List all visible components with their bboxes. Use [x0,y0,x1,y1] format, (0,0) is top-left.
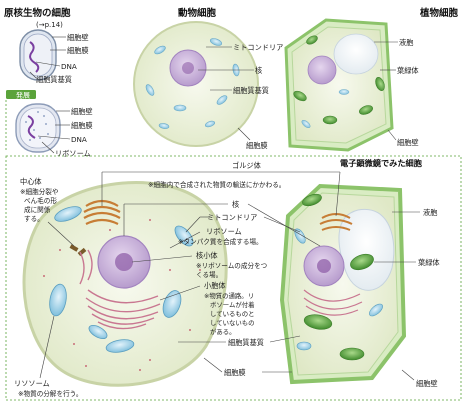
em-centrosome-note-1: ※細胞分裂や [20,187,59,196]
em-er-note-5: がある。 [210,327,236,336]
em-label-golgi: ゴルジ体 [232,161,261,170]
em-nucleolus-note-2: くる場。 [196,270,222,279]
em-animal-cell [24,183,226,386]
em-label-chloroplast: 葉緑体 [418,258,440,267]
top-label-vacuole: 液胞 [399,38,413,47]
em-label-lysosome: リソソーム [14,379,50,388]
em-centrosome-note-3: 成に関係 [24,205,51,214]
hatten-label: 発展 [16,91,30,100]
em-label-vacuole: 液胞 [423,208,437,217]
em-label-cell-wall: 細胞壁 [416,379,438,388]
em-centrosome-note-4: する。 [24,215,44,223]
plant-top-vacuole [334,34,378,74]
hatten-label-dna: DNA [71,135,87,144]
hatten-label-ribosome: リボソーム [55,149,91,158]
em-label-nucleus: 核 [232,200,239,209]
prok-label-dna: DNA [61,62,77,71]
top-label-membrane: 細胞膜 [246,141,268,150]
prok-label-cell-wall: 細胞壁 [67,33,89,42]
top-label-mitochondria: ミトコンドリア [233,43,283,52]
em-label-ribosome: リボソーム [206,227,242,236]
prokaryote-cell [20,30,56,80]
top-label-cell-wall: 細胞壁 [397,138,419,147]
em-lysosome-note: ※物質の分解を行う。 [18,389,82,398]
em-nucleolus-note-1: ※リボソームの成分をつ [196,261,267,270]
prok-label-membrane: 細胞膜 [67,46,89,55]
em-er-note-1: ※物質の通路。リ [204,291,254,300]
plant-title: 植物細胞 [419,7,459,19]
em-er-note-2: ボソームが付着 [210,300,255,309]
prokaryote-ref: (→p.14) [36,21,63,29]
prokaryote-title: 原核生物の細胞 [4,7,71,19]
animal-title: 動物細胞 [178,7,217,19]
em-centrosome-note-2: べん毛の形 [24,196,57,205]
em-ribosome-note: ※タンパク質を合成する場。 [178,237,263,246]
em-label-er: 小胞体 [204,281,226,290]
hatten-label-cell-wall: 細胞壁 [71,107,93,116]
top-label-cytoplasm: 細胞質基質 [233,86,269,95]
em-title: 電子顕微鏡でみた細胞 [340,158,423,168]
em-label-nucleolus: 核小体 [196,251,218,260]
plant-cell-top [286,20,392,150]
animal-cell-top [134,22,258,146]
em-label-centrosome: 中心体 [20,177,42,186]
em-plant-cell [282,186,404,382]
em-label-membrane: 細胞膜 [224,368,246,377]
em-golgi-note: ※細胞内で合成された物質の輸送にかかわる。 [148,180,285,189]
prok-label-cytoplasm: 細胞質基質 [36,75,72,84]
top-label-nucleus: 核 [255,66,262,75]
em-er-note-4: していないもの [210,319,255,327]
em-label-cytoplasm: 細胞質基質 [228,338,264,347]
hatten-label-membrane: 細胞膜 [71,121,93,130]
em-er-note-3: しているものと [210,310,255,318]
top-label-chloroplast: 葉緑体 [397,66,419,75]
em-label-mitochondria: ミトコンドリア [207,213,257,222]
